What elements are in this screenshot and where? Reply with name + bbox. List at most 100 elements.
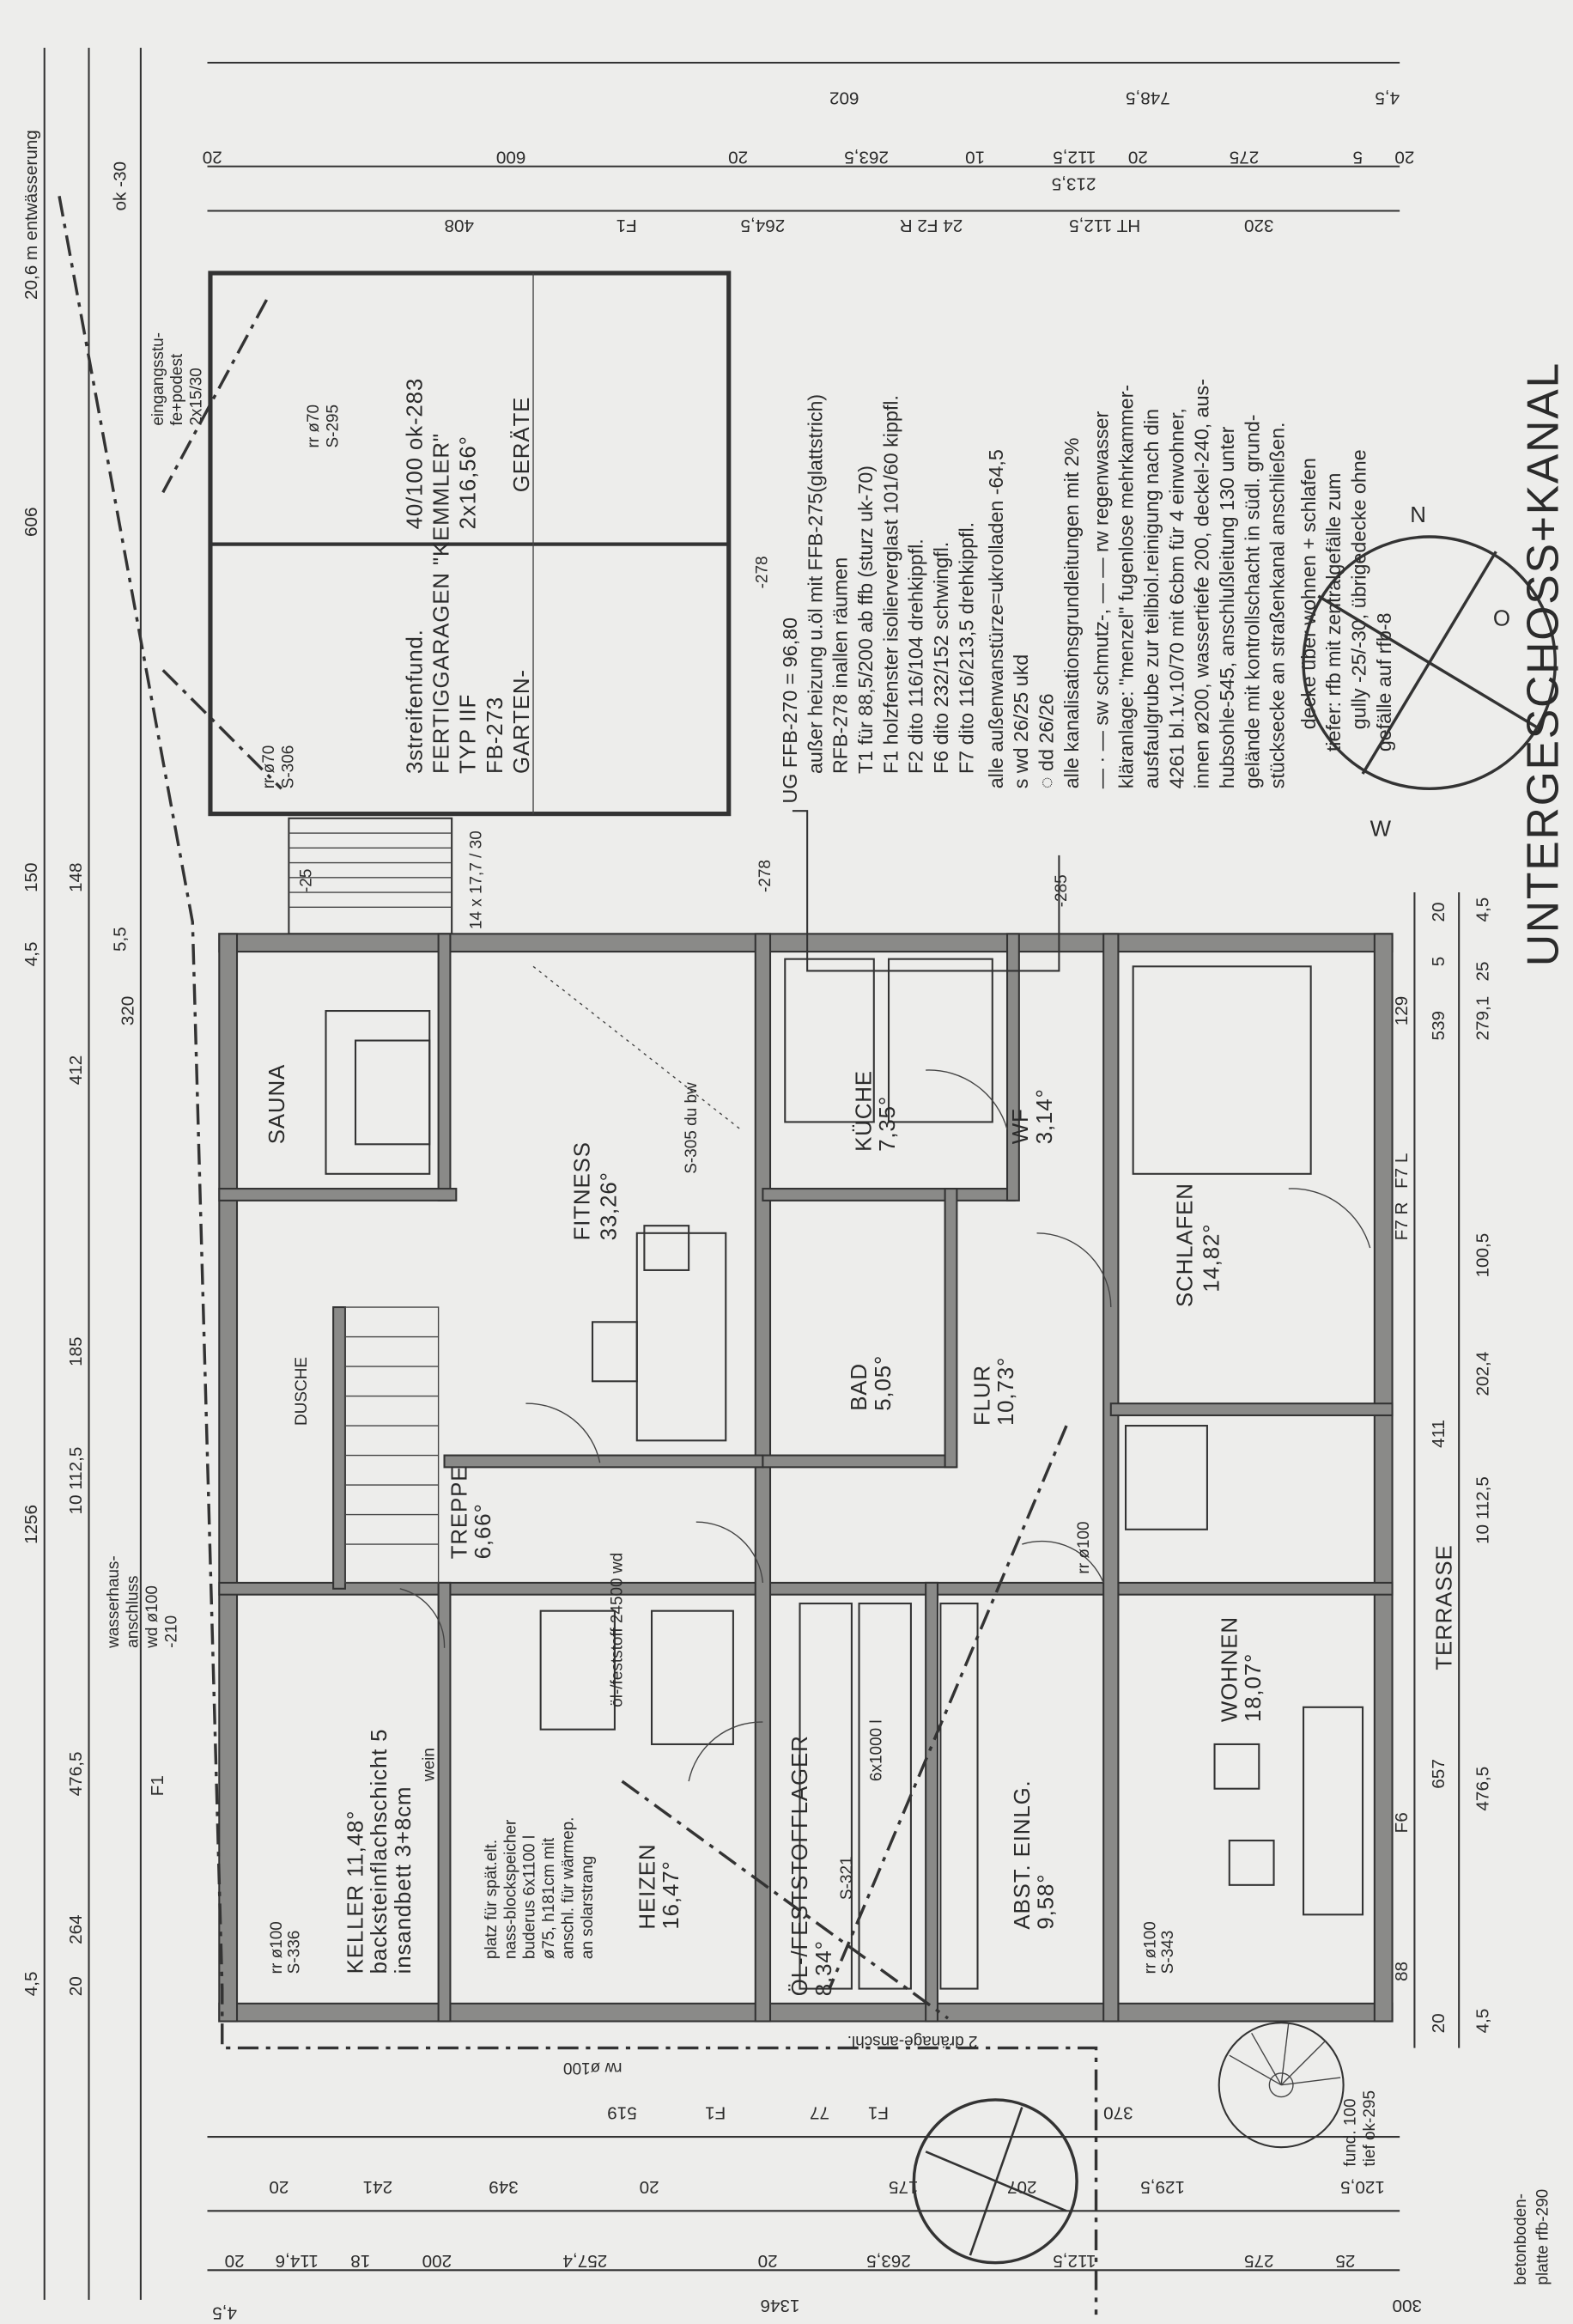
outdoor-stairs: 14 x 17,7 / 30 -25 -278 -278 -285	[288, 556, 1071, 935]
level-label: -278	[756, 860, 774, 892]
room-area: 33,26°	[598, 1171, 622, 1240]
note-line: innen ø200, wassertiefe 200, deckel-240,…	[1191, 379, 1213, 788]
dimension-label: 476,5	[66, 1752, 86, 1797]
note-line: UG FFB-270 = 96,80	[779, 618, 801, 804]
dimension-label: 200	[422, 2251, 452, 2271]
dimension-label: 4,5	[21, 1971, 41, 1996]
room-area: 8,34°	[812, 1940, 836, 1996]
note-line: s wd 26/25 ukd	[1010, 654, 1032, 789]
drain-label: 2 dränage-anschl.	[847, 2032, 978, 2050]
svg-text:S-306: S-306	[280, 745, 298, 789]
svg-text:2x15/30: 2x15/30	[188, 368, 206, 426]
level-label: 14 x 17,7 / 30	[468, 830, 486, 929]
svg-text:eingangsstu-: eingangsstu-	[149, 332, 167, 426]
pipe-label: S-343	[1159, 1931, 1177, 1974]
garage: 3streifenfund. FERTIGGARAGEN "KEMMLER" T…	[149, 271, 732, 817]
room-fitness: FITNESS	[571, 1141, 595, 1240]
dimensions-right: 20 4,5 129 539 279,1 100,5 202,4 411 10 …	[1392, 897, 1493, 2034]
dimension-label: 4,5	[1375, 88, 1400, 108]
room-note: öl-/feststoff 24500 wd	[609, 1553, 627, 1707]
room-treppe: TREPPE	[447, 1466, 471, 1560]
room-note: S-321	[838, 1856, 856, 1900]
foundation-label: tief ok-295	[1361, 2090, 1379, 2167]
spiral-stair: fund. 100 tief ok-295	[1218, 2022, 1379, 2167]
doors	[399, 1069, 1371, 1782]
dimension-label: 279,1	[1473, 996, 1493, 1041]
room-area: 6,66°	[471, 1503, 495, 1559]
dimension-label: 20	[640, 2177, 659, 2197]
svg-text:S-295: S-295	[324, 405, 342, 448]
room-note: nass-blockspeicher	[501, 1820, 519, 1959]
dimension-label: 600	[496, 148, 526, 167]
dimension-label: 129	[1392, 996, 1412, 1026]
dimension-label: 320	[1244, 216, 1274, 235]
pipe-label: wd ø100	[143, 1585, 161, 1649]
dimension-label: HT 112,5	[1069, 216, 1140, 235]
room-note: ø75, h181cm mit	[540, 1837, 558, 1959]
dimension-label: 20	[203, 148, 222, 167]
dimension-label: 114,6	[276, 2251, 319, 2271]
dimension-label: 20	[1394, 148, 1414, 167]
note-line: gelände mit kontrollschacht in südl. gru…	[1241, 414, 1263, 788]
dimensions-left: 20,6 m entwässerung ok -30 606 150 4,5 1…	[21, 130, 167, 1996]
room-labels: SAUNA FITNESS 33,26° KÜCHE 7,35° WF 3,14…	[105, 1064, 1457, 1996]
note-line: außer heizung u.öl mit FFB-275(glattstri…	[804, 394, 826, 774]
dimension-label: F7 L	[1392, 1153, 1412, 1189]
dimension-label: 207	[1007, 2177, 1037, 2197]
dimension-label: 5	[1429, 957, 1448, 967]
furniture	[325, 958, 1364, 1990]
compass-west-label: W	[1370, 817, 1392, 841]
drain-label: rw ø100	[563, 2059, 623, 2077]
compass: N O W	[1302, 503, 1558, 841]
dimension-label: F1	[868, 2103, 889, 2123]
dimension-label: 129,5	[1140, 2177, 1185, 2197]
dimension-label: 20	[225, 2251, 245, 2271]
dimension-label: 112,5	[1053, 148, 1096, 167]
room-note: anschl. für wärmep.	[560, 1817, 578, 1960]
dimension-label: 25	[1335, 2251, 1355, 2271]
dimension-label: 4,5	[21, 942, 41, 967]
svg-text:2x16,56°: 2x16,56°	[457, 435, 481, 529]
misc-labels: rw ø100 2 dränage-anschl. betonboden- pl…	[563, 2032, 1552, 2285]
room-note: an solarstrang	[579, 1856, 597, 1959]
note-line: — · — sw schmutz-, — — rw regenwasser	[1090, 411, 1112, 788]
dimension-label: 185	[66, 1337, 86, 1367]
note-line: kläranlage: "menzel" fugenlose mehrkamme…	[1115, 385, 1138, 788]
dimension-label: 241	[363, 2177, 393, 2197]
svg-text:GERÄTE: GERÄTE	[510, 397, 534, 493]
room-area: 5,05°	[872, 1355, 896, 1411]
pipe-label: rr ø100	[1075, 1521, 1093, 1573]
dimension-label: 20,6 m entwässerung	[21, 130, 41, 300]
dimension-label: 300	[1393, 2296, 1423, 2315]
dimension-label: 408	[444, 216, 474, 235]
dimension-label: 20	[269, 2177, 288, 2197]
note-line: alle außenwanstürze=ukrolladen -64,5	[985, 449, 1007, 788]
dimension-label: 148	[66, 863, 86, 893]
dimension-label: 602	[829, 88, 859, 108]
level-label: -285	[1053, 874, 1071, 907]
note-line: tiefer: rfb mit zentralgefälle zum	[1322, 473, 1345, 752]
room-bad: BAD	[847, 1363, 872, 1411]
base-slab-label: platte rfb-290	[1534, 2189, 1552, 2285]
room-kueche: KÜCHE	[852, 1070, 876, 1152]
room-dusche: DUSCHE	[293, 1357, 311, 1426]
walls	[218, 933, 1394, 2023]
dimension-label: F1	[148, 1775, 167, 1796]
dimension-lines	[43, 47, 1461, 2300]
room-area: 18,07°	[1242, 1653, 1266, 1722]
svg-text:rr ø70: rr ø70	[305, 405, 323, 448]
room-note: platz für spät.elt.	[483, 1840, 501, 1959]
dimension-label: 24 F2 R	[900, 216, 963, 235]
garage-text: 3streifenfund. FERTIGGARAGEN "KEMMLER" T…	[149, 332, 534, 788]
pipe-label: anschluss	[124, 1575, 142, 1647]
note-line: 4261 bl.1v.10/70 mit 6cbm für 4 einwohne…	[1165, 408, 1187, 788]
dimension-label: 349	[489, 2177, 519, 2197]
dimension-label: F1	[705, 2103, 726, 2123]
pipe-label: rr ø100	[268, 1921, 286, 1974]
dimensions-top: 602 748,5 4,5 20 600 20 263,5 10 112,5 2…	[203, 88, 1415, 235]
dimension-label: 1256	[21, 1505, 41, 1544]
dimension-label: 370	[1103, 2103, 1133, 2123]
dimension-label: ok -30	[111, 161, 131, 211]
dimension-label: 657	[1429, 1759, 1448, 1789]
